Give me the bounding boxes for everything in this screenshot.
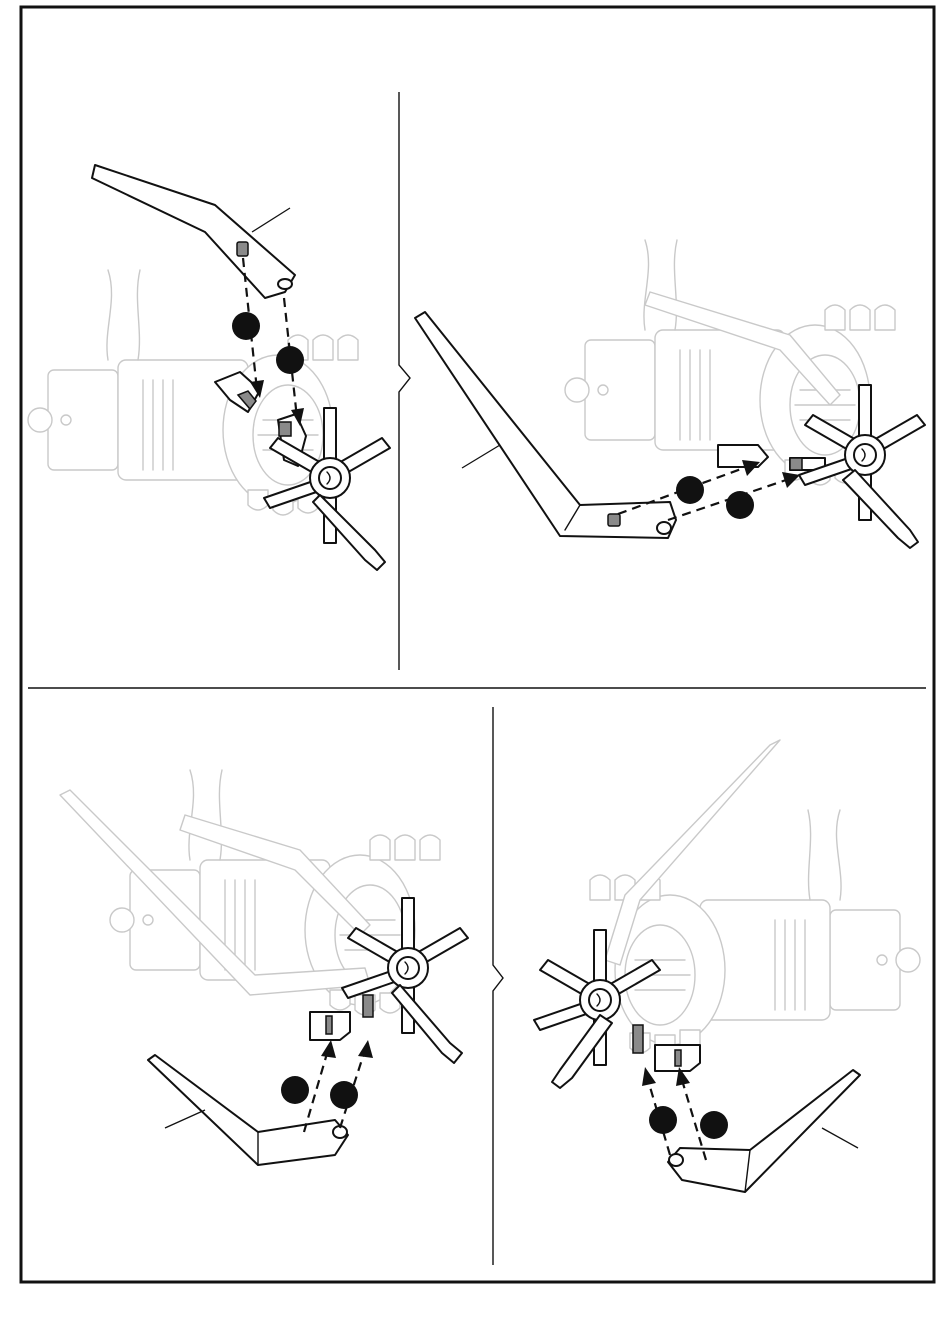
step-marker-1 xyxy=(649,1106,677,1134)
step-marker-2 xyxy=(330,1081,358,1109)
arm-piece xyxy=(92,165,295,298)
blade xyxy=(843,470,918,548)
callout-leader xyxy=(165,1110,205,1128)
slot-tab xyxy=(718,445,768,467)
callout-leader xyxy=(252,208,290,232)
step-marker-1 xyxy=(281,1076,309,1104)
step-marker-2 xyxy=(700,1111,728,1139)
panel-bottom-right xyxy=(534,740,920,1192)
panel-top-right xyxy=(415,240,925,548)
vertical-divider-top xyxy=(399,92,410,670)
motor-assembly-ghost xyxy=(590,810,920,1055)
callout-leader xyxy=(462,445,500,468)
step-marker-2 xyxy=(726,491,754,519)
panel-top-left xyxy=(28,165,390,570)
arrow-up-icon xyxy=(321,1040,336,1058)
vertical-divider-bottom xyxy=(493,707,503,1265)
callout-leader xyxy=(822,1128,858,1148)
panel-bottom-left xyxy=(60,770,468,1165)
step-marker-1 xyxy=(676,476,704,504)
step-marker-2 xyxy=(276,346,304,374)
arrow-up-icon xyxy=(358,1040,373,1058)
short-arm-piece xyxy=(148,1055,348,1165)
motor-assembly-ghost xyxy=(28,270,358,515)
arrow-up-icon xyxy=(642,1067,656,1086)
step-marker-1 xyxy=(232,312,260,340)
